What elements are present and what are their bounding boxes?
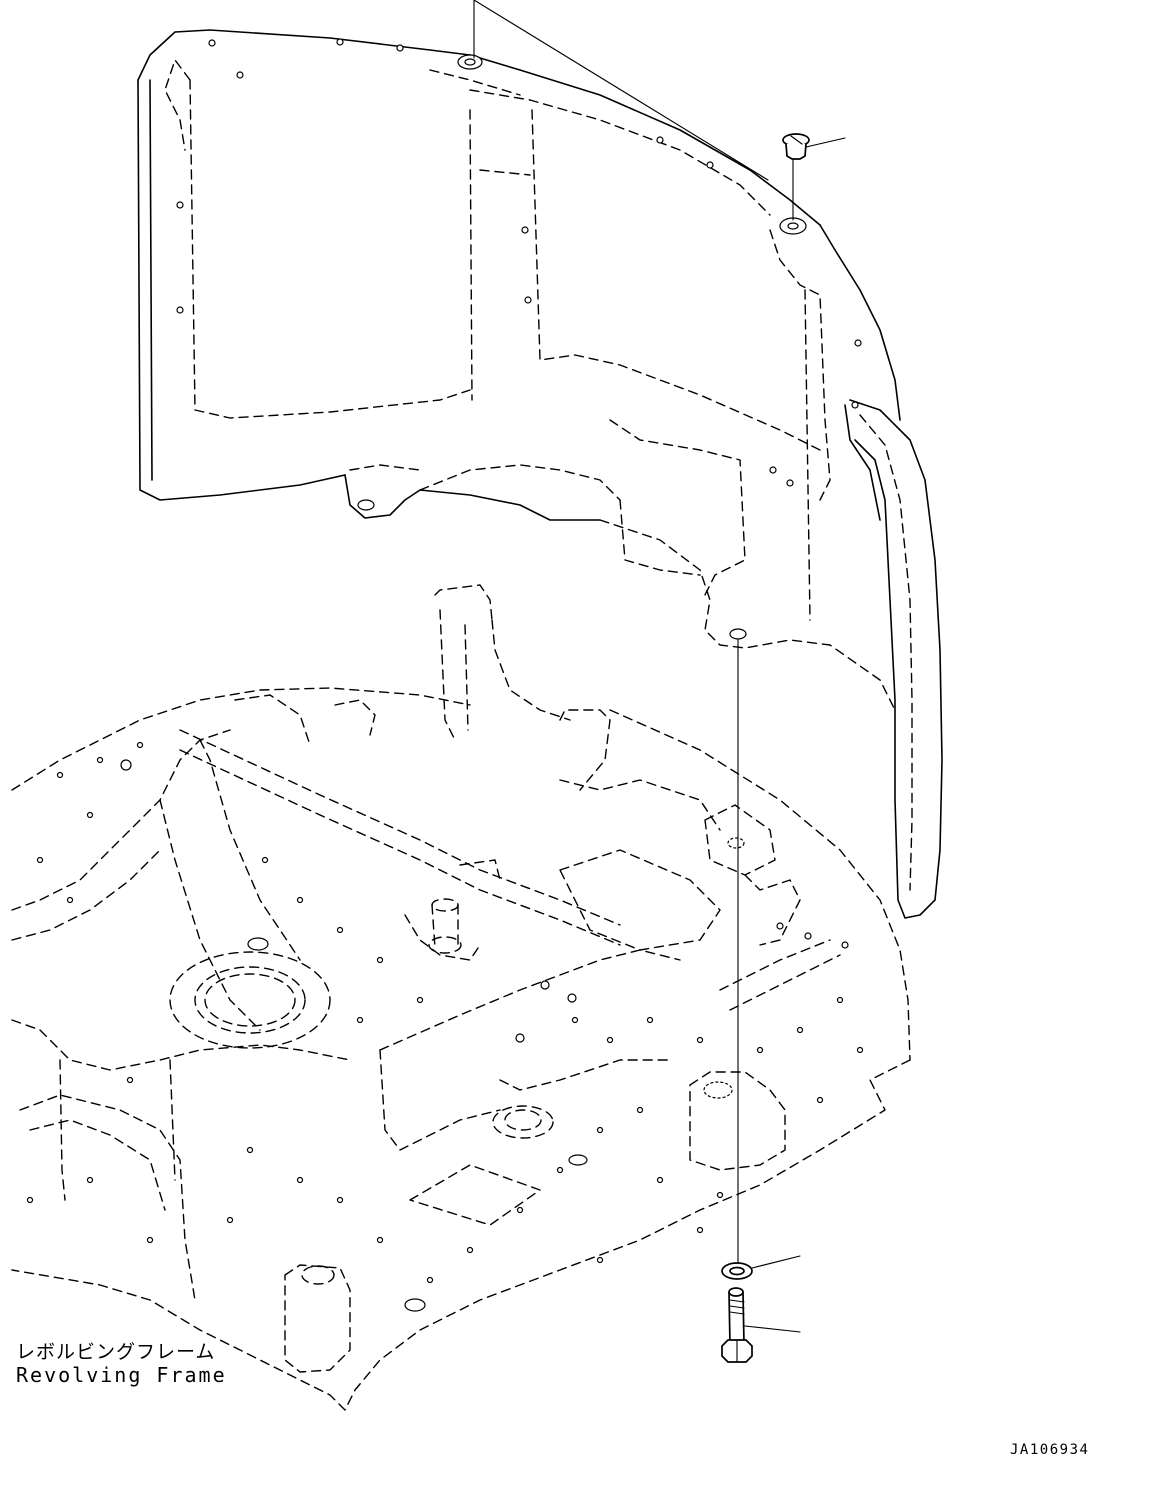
alignment-lines <box>473 0 794 1269</box>
drawing-number: JA106934 <box>1010 1442 1090 1458</box>
bolt-part <box>721 1287 801 1363</box>
pin-part <box>782 133 846 160</box>
deck-holes <box>26 741 864 1312</box>
washer-part <box>721 1255 801 1280</box>
component-label-japanese: レボルビングフレーム <box>16 1341 216 1363</box>
revolving-frame <box>11 584 911 1411</box>
cover-frame <box>137 29 943 919</box>
component-label-english: Revolving Frame <box>16 1363 227 1387</box>
cover-holes <box>176 38 862 640</box>
